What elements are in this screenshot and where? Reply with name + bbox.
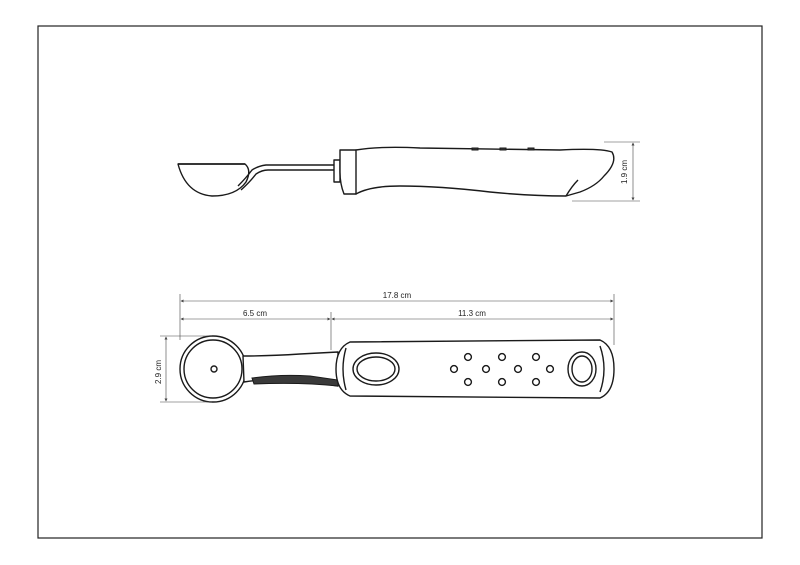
top-end-grip-inner <box>571 355 593 383</box>
scoop-diameter-dimension: 2.9 cm <box>154 335 212 403</box>
side-scoop-neck-lower <box>240 169 334 191</box>
side-view <box>177 146 615 197</box>
total-length-dimension: 17.8 cm <box>179 291 615 345</box>
side-height-label: 1.9 cm <box>620 160 629 184</box>
grip-dot <box>463 377 473 387</box>
side-grip-dot <box>499 147 507 151</box>
top-handle <box>335 339 615 399</box>
side-grip-dot <box>527 147 535 151</box>
top-scoop-disc-outer <box>179 335 247 403</box>
side-height-dimension: 1.9 cm <box>572 141 640 202</box>
side-grip-dot <box>471 147 479 151</box>
grip-dot <box>463 352 473 362</box>
top-thumb-grip-inner <box>356 356 396 382</box>
top-scoop-disc-inner <box>183 339 243 399</box>
grip-dot <box>531 377 541 387</box>
scoop-length-label: 6.5 cm <box>243 309 267 318</box>
handle-length-label: 11.3 cm <box>458 309 486 318</box>
grip-dot <box>531 352 541 362</box>
scoop-diameter-label: 2.9 cm <box>154 360 163 384</box>
grip-dot <box>497 377 507 387</box>
grip-dot <box>545 364 555 374</box>
side-ferrule <box>333 159 341 183</box>
top-handle-inner-edge <box>342 347 347 391</box>
grip-dot <box>449 364 459 374</box>
drawing-frame <box>37 25 763 539</box>
top-neck-shade <box>251 374 339 387</box>
side-scoop-bowl <box>177 163 250 197</box>
top-view <box>179 335 615 403</box>
grip-dot <box>497 352 507 362</box>
top-scoop-center-hole <box>210 365 218 373</box>
total-length-label: 17.8 cm <box>383 291 412 300</box>
grip-dot <box>481 364 491 374</box>
top-handle-end-edge <box>599 345 605 393</box>
side-handle-tip-detail <box>565 179 579 197</box>
grip-dot <box>513 364 523 374</box>
side-scoop-neck <box>237 164 334 187</box>
scoop-length-dimension: 6.5 cm <box>180 309 332 350</box>
handle-length-dimension: 11.3 cm <box>331 309 614 321</box>
top-grip-dots <box>449 352 555 387</box>
side-handle <box>355 146 615 197</box>
top-thumb-grip-outer <box>352 352 400 386</box>
